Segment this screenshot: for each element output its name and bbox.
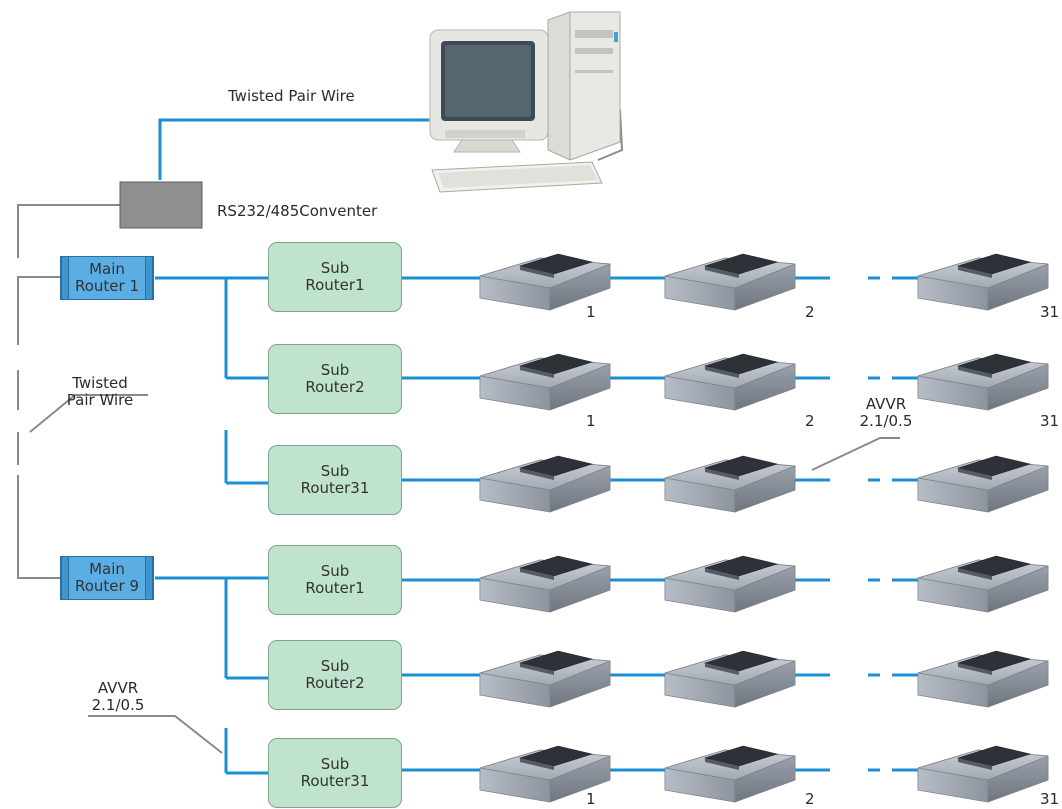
data-bus-wires bbox=[155, 118, 922, 775]
pc-cable-label: Twisted Pair Wire bbox=[228, 87, 355, 105]
sub-router-line1: Sub bbox=[320, 259, 350, 277]
main-router-line2: Router 1 bbox=[74, 277, 140, 295]
fan-filter-unit bbox=[664, 353, 796, 411]
unit-number: 1 bbox=[586, 790, 596, 808]
sub-router-line2: Router31 bbox=[300, 772, 370, 790]
sub-router-2-group-1: Sub Router2 bbox=[268, 344, 402, 414]
main-router-line1: Main bbox=[89, 560, 125, 578]
cable-note-line2: 2.1/0.5 bbox=[859, 412, 913, 430]
cable-note-upper: AVVR 2.1/0.5 bbox=[846, 396, 926, 430]
main-router-line1: Main bbox=[89, 260, 125, 278]
unit-number: 1 bbox=[586, 303, 596, 321]
sub-router-31-group-1: Sub Router31 bbox=[268, 445, 402, 515]
sub-router-line1: Sub bbox=[320, 361, 350, 379]
fan-filter-unit bbox=[479, 650, 611, 708]
sub-router-line1: Sub bbox=[320, 755, 350, 773]
fan-filter-unit bbox=[664, 650, 796, 708]
sub-router-line2: Router1 bbox=[305, 276, 365, 294]
fan-filter-unit bbox=[917, 253, 1049, 311]
fan-filter-unit bbox=[479, 555, 611, 613]
unit-number: 2 bbox=[805, 412, 815, 430]
fan-filter-unit bbox=[479, 253, 611, 311]
sub-router-line1: Sub bbox=[320, 562, 350, 580]
fan-filter-unit bbox=[664, 253, 796, 311]
left-cable-line1: Twisted bbox=[72, 374, 128, 392]
sub-router-line2: Router1 bbox=[305, 579, 365, 597]
unit-number: 1 bbox=[586, 412, 596, 430]
fan-filter-unit bbox=[479, 455, 611, 513]
fan-filter-unit bbox=[917, 353, 1049, 411]
unit-number: 31 bbox=[1040, 412, 1060, 430]
main-router-1: Main Router 1 bbox=[60, 256, 154, 300]
fan-filter-unit bbox=[917, 555, 1049, 613]
unit-number: 2 bbox=[805, 790, 815, 808]
cable-note-line1: AVVR bbox=[865, 395, 907, 413]
cable-note-line2: 2.1/0.5 bbox=[91, 696, 145, 714]
fan-filter-unit bbox=[664, 455, 796, 513]
fan-filter-unit bbox=[917, 455, 1049, 513]
sub-router-line2: Router2 bbox=[305, 674, 365, 692]
left-cable-label: Twisted Pair Wire bbox=[45, 375, 155, 409]
fan-filter-unit bbox=[917, 745, 1049, 803]
fan-filter-unit bbox=[664, 745, 796, 803]
unit-number: 2 bbox=[805, 303, 815, 321]
unit-number: 31 bbox=[1040, 303, 1060, 321]
main-router-line2: Router 9 bbox=[74, 577, 140, 595]
sub-router-line1: Sub bbox=[320, 462, 350, 480]
computer-icon bbox=[429, 11, 621, 193]
sub-router-1-group-9: Sub Router1 bbox=[268, 545, 402, 615]
fan-filter-unit bbox=[917, 650, 1049, 708]
fan-filter-units bbox=[479, 253, 1049, 803]
cable-note-line1: AVVR bbox=[97, 679, 139, 697]
fan-filter-unit bbox=[664, 555, 796, 613]
unit-number: 31 bbox=[1040, 790, 1060, 808]
sub-router-line1: Sub bbox=[320, 657, 350, 675]
sub-router-line2: Router31 bbox=[300, 479, 370, 497]
sub-router-1-group-1: Sub Router1 bbox=[268, 242, 402, 312]
left-cable-line2: Pair Wire bbox=[66, 391, 134, 409]
sub-router-line2: Router2 bbox=[305, 378, 365, 396]
sub-router-2-group-9: Sub Router2 bbox=[268, 640, 402, 710]
sub-router-31-group-9: Sub Router31 bbox=[268, 738, 402, 808]
cable-note-lower: AVVR 2.1/0.5 bbox=[78, 680, 158, 714]
fan-filter-unit bbox=[479, 353, 611, 411]
converter-box bbox=[119, 181, 203, 229]
converter-label: RS232/485Conventer bbox=[217, 202, 378, 220]
main-router-9: Main Router 9 bbox=[60, 556, 154, 600]
